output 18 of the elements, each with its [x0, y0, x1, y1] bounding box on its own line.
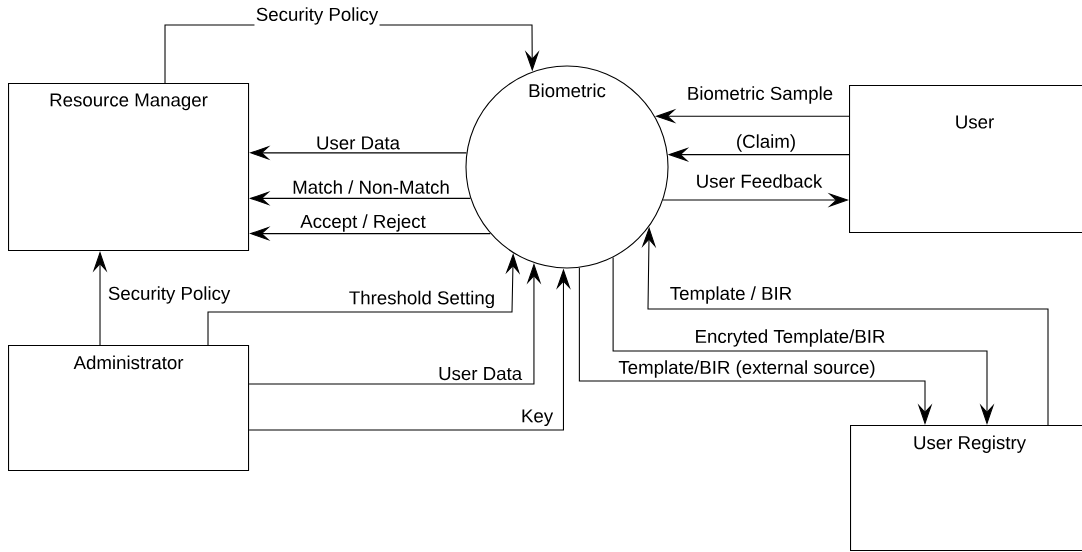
edge-label: Template/BIR (external source)	[617, 358, 877, 380]
edge-label: Threshold Setting	[347, 289, 497, 310]
process-box: User	[849, 85, 1082, 234]
edge-label: Security Policy	[254, 5, 380, 27]
edge-label: User Data	[436, 365, 524, 382]
edge-label: Accept / Reject	[298, 212, 428, 234]
edge-label: Template / BIR	[668, 284, 794, 306]
edge-label: User Feedback	[694, 172, 824, 190]
edge-label: Security Policy	[106, 284, 232, 306]
process-box: User Registry	[850, 425, 1082, 552]
process-box: Administrator	[8, 345, 250, 472]
edge-label: (Claim)	[734, 132, 798, 153]
process-box: Resource Manager	[8, 83, 250, 252]
edge-label: Encryted Template/BIR	[693, 327, 887, 349]
edge-label: Key	[519, 408, 555, 428]
edge-label: Match / Non-Match	[290, 178, 452, 196]
edge-label: User Data	[314, 135, 402, 151]
edge-label: Biometric Sample	[685, 84, 835, 106]
